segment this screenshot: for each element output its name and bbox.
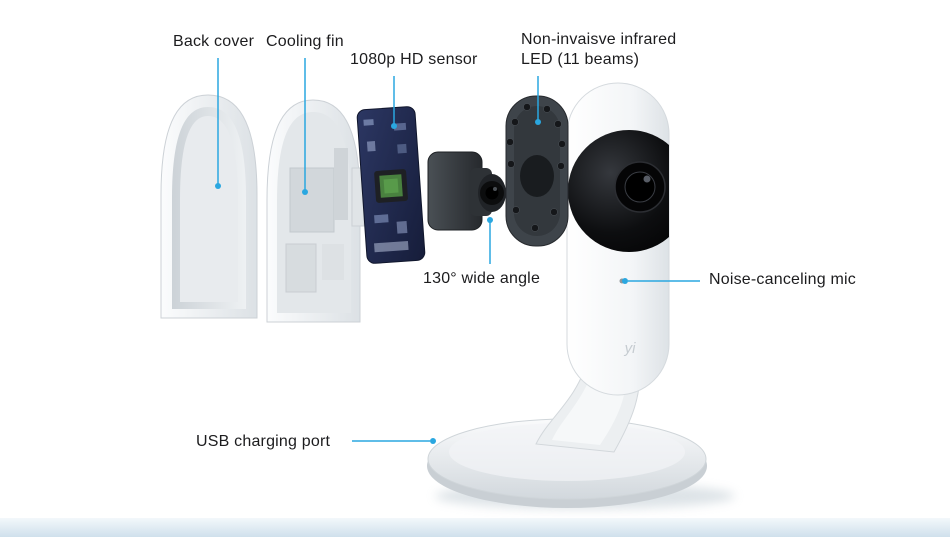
cooling-fin-part xyxy=(266,99,365,323)
callout-dot-mic xyxy=(622,278,628,284)
ir-led-plate-part xyxy=(505,95,569,247)
wide-angle-label: 130° wide angle xyxy=(423,270,541,287)
lens-module-part xyxy=(427,151,506,231)
camera-body: yi xyxy=(566,82,670,396)
callout-dot-hd-sensor xyxy=(391,123,397,129)
cooling-fin-label: Cooling fin xyxy=(266,33,344,50)
brand-logo: yi xyxy=(624,340,637,357)
callout-dot-usb xyxy=(430,438,436,444)
back-cover-part xyxy=(160,94,258,319)
footer-gradient-band xyxy=(0,518,950,537)
callout-dot-ir-led xyxy=(535,119,541,125)
back-cover-label: Back cover xyxy=(173,33,255,50)
callout-dot-back-cover xyxy=(215,183,221,189)
hd-sensor-label: 1080p HD sensor xyxy=(350,51,478,68)
callout-dot-wide-angle xyxy=(487,217,493,223)
ir-led-label-line2: LED (11 beams) xyxy=(521,51,640,68)
stand-base xyxy=(427,418,707,508)
ir-led-label: Non-invaisve infrared LED (11 beams) xyxy=(521,30,676,70)
usb-port-label: USB charging port xyxy=(196,433,331,450)
mic-label: Noise-canceling mic xyxy=(709,271,856,288)
callout-lines xyxy=(217,58,700,442)
callout-dot-cooling-fin xyxy=(302,189,308,195)
sensor-board-part xyxy=(356,106,426,264)
ir-led-label-line1: Non-invaisve infrared xyxy=(521,31,677,48)
callout-dots xyxy=(215,119,628,444)
